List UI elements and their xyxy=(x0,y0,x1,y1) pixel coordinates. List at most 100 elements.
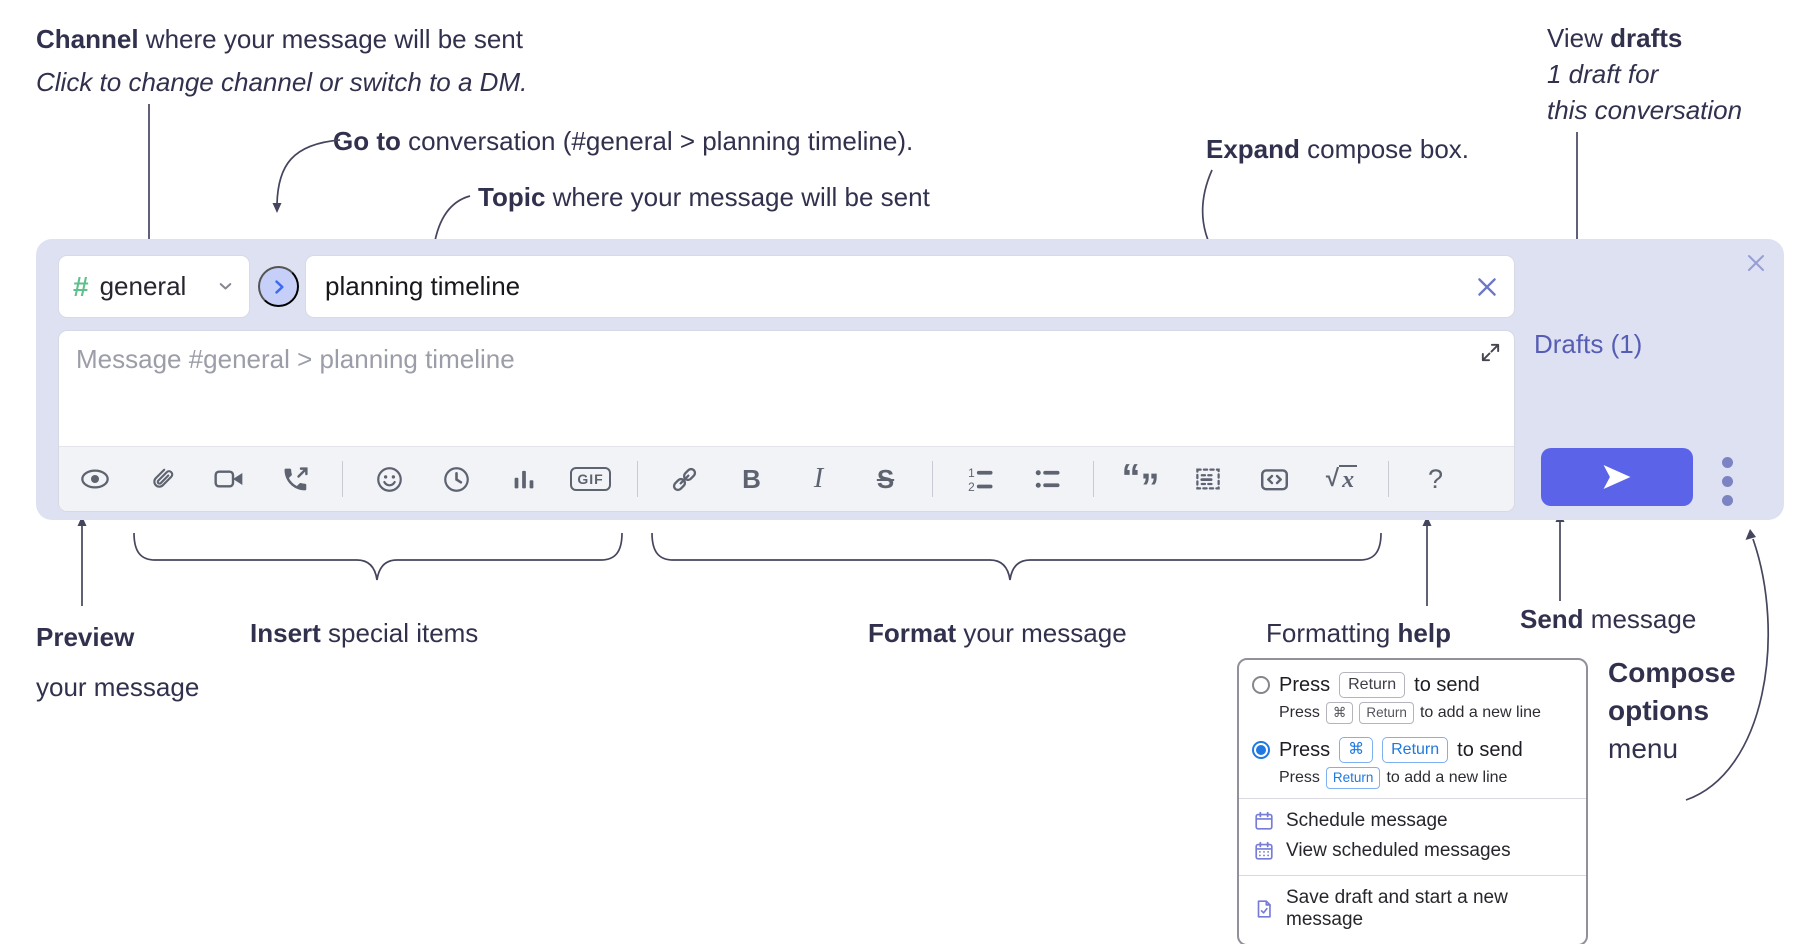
radio-selected[interactable] xyxy=(1252,741,1270,759)
code-button[interactable] xyxy=(1241,453,1308,505)
clock-icon xyxy=(444,466,469,492)
return-key: Return xyxy=(1359,702,1414,724)
compose-options-menu: Press Return to send Press ⌘ Return to a… xyxy=(1237,658,1588,944)
send-option-cmd-return[interactable]: Press ⌘ Return to send Press Return to a… xyxy=(1239,737,1586,789)
phone-call-icon xyxy=(284,466,308,490)
quote-icon: “” xyxy=(1121,457,1160,509)
message-area xyxy=(59,331,1514,446)
send-icon xyxy=(1603,464,1631,490)
toolbar-separator xyxy=(1388,461,1389,497)
bold-button[interactable]: B xyxy=(718,453,785,505)
goto-annotation: Go to conversation (#general > planning … xyxy=(333,126,914,156)
return-key: Return xyxy=(1382,737,1449,763)
link-icon xyxy=(672,467,697,491)
chevron-down-icon xyxy=(219,283,232,290)
calendar-icon xyxy=(1253,810,1275,832)
svg-text:2: 2 xyxy=(968,480,975,494)
formatting-help-button[interactable]: ? xyxy=(1402,453,1469,505)
format-annotation: Format your message xyxy=(868,618,1127,648)
poll-button[interactable] xyxy=(490,453,557,505)
math-button[interactable]: √x xyxy=(1308,453,1375,505)
close-compose-button[interactable] xyxy=(1744,251,1768,275)
insert-annotation: Insert special items xyxy=(250,618,479,648)
italic-icon: I xyxy=(813,463,824,494)
send-option-return[interactable]: Press Return to send Press ⌘ Return to a… xyxy=(1239,672,1586,724)
toolbar-separator xyxy=(637,461,638,497)
compose-options-annotation: Compose options menu xyxy=(1608,657,1736,764)
spoiler-button[interactable] xyxy=(1174,453,1241,505)
channel-hash-icon: # xyxy=(73,270,89,302)
channel-annotation: Channel where your message will be sent … xyxy=(36,24,528,97)
eye-icon xyxy=(80,469,109,489)
voice-call-button[interactable] xyxy=(262,453,329,505)
expand-compose-button[interactable] xyxy=(1479,341,1502,364)
attach-file-button[interactable] xyxy=(128,453,195,505)
radio-unselected[interactable] xyxy=(1252,676,1270,694)
send-annotation: Send message xyxy=(1520,604,1697,634)
topic-input-box xyxy=(305,255,1515,318)
expand-icon xyxy=(1481,343,1500,362)
ellipsis-icon xyxy=(1721,457,1733,468)
math-icon: √x xyxy=(1326,464,1358,494)
preview-annotation: Preview your message xyxy=(36,622,200,702)
goto-arrow-line xyxy=(276,139,341,205)
save-draft-item[interactable]: Save draft and start a new message xyxy=(1239,883,1586,935)
insert-brace xyxy=(133,532,623,581)
gif-icon: GIF xyxy=(570,467,611,491)
view-scheduled-messages-item[interactable]: View scheduled messages xyxy=(1239,836,1586,866)
drafts-link[interactable]: Drafts (1) xyxy=(1534,329,1643,359)
schedule-time-button[interactable] xyxy=(423,453,490,505)
bar-chart-icon xyxy=(514,470,533,489)
question-mark-icon: ? xyxy=(1427,463,1444,494)
go-to-conversation-button[interactable] xyxy=(258,266,299,307)
topic-input[interactable] xyxy=(323,270,1474,303)
spoiler-icon xyxy=(1195,468,1220,490)
preview-button[interactable] xyxy=(61,453,128,505)
draft-check-icon xyxy=(1253,898,1275,920)
message-box: GIF B I S 12 xyxy=(58,330,1515,512)
toolbar-separator xyxy=(932,461,933,497)
bold-icon: B xyxy=(742,463,761,494)
channel-selector[interactable]: # general xyxy=(58,255,250,318)
gif-button[interactable]: GIF xyxy=(557,453,624,505)
italic-button[interactable]: I xyxy=(785,453,852,505)
bulleted-list-button[interactable] xyxy=(1013,453,1080,505)
video-camera-icon xyxy=(213,470,242,488)
compose-options-button[interactable] xyxy=(1712,457,1742,506)
emoji-button[interactable] xyxy=(356,453,423,505)
schedule-message-item[interactable]: Schedule message xyxy=(1239,806,1586,836)
expand-annotation: Expand compose box. xyxy=(1206,134,1470,164)
formatting-help-annotation: Formatting help xyxy=(1266,618,1451,648)
strikethrough-button[interactable]: S xyxy=(852,453,919,505)
chevron-right-icon xyxy=(274,279,284,294)
close-icon xyxy=(1478,277,1496,296)
strikethrough-icon: S xyxy=(876,463,895,494)
svg-text:1: 1 xyxy=(968,466,975,480)
goto-arrow-head xyxy=(272,203,282,213)
numbered-list-icon: 12 xyxy=(968,466,992,494)
link-button[interactable] xyxy=(651,453,718,505)
message-input[interactable] xyxy=(59,331,1514,446)
view-drafts-annotation: View drafts 1 draft for this conversatio… xyxy=(1547,23,1743,125)
smiley-icon xyxy=(377,466,402,492)
toolbar-separator xyxy=(1093,461,1094,497)
code-icon xyxy=(1261,468,1288,490)
calendar-grid-icon xyxy=(1253,840,1275,862)
paperclip-icon xyxy=(152,468,173,488)
channel-name: general xyxy=(99,271,187,301)
format-brace xyxy=(651,532,1382,581)
toolbar-separator xyxy=(342,461,343,497)
compose-box: # general xyxy=(36,239,1784,520)
video-call-button[interactable] xyxy=(195,453,262,505)
bulleted-list-icon xyxy=(1035,470,1059,488)
clear-topic-button[interactable] xyxy=(1474,274,1500,300)
topic-annotation: Topic where your message will be sent xyxy=(478,182,930,212)
menu-divider xyxy=(1239,798,1586,799)
send-button[interactable] xyxy=(1541,448,1693,506)
cmd-key: ⌘ xyxy=(1325,702,1354,724)
return-key: Return xyxy=(1325,767,1381,789)
quote-button[interactable]: “” xyxy=(1107,453,1174,509)
